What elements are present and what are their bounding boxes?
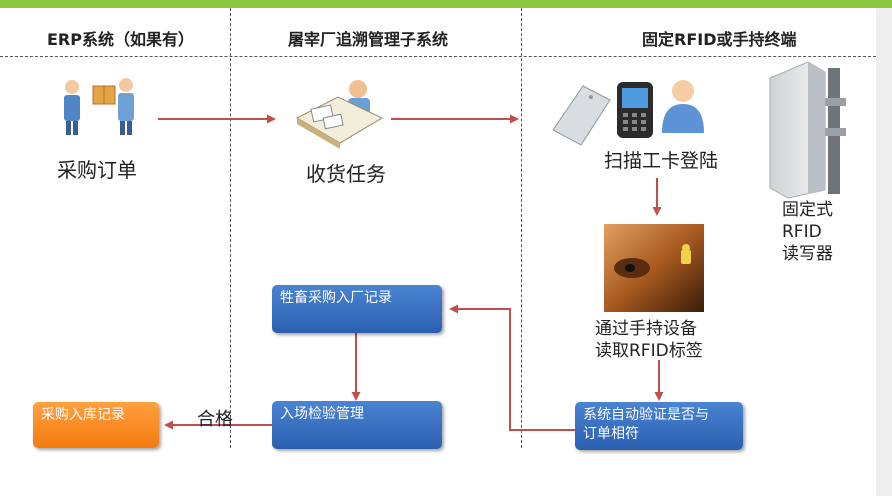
user-icon	[662, 80, 704, 133]
handheld-terminal-icon	[617, 82, 653, 138]
box-inspection: 入场检验管理	[272, 401, 442, 449]
header-divider	[0, 56, 876, 57]
box-livestock-record: 牲畜采购入厂记录	[272, 285, 442, 333]
fixed-reader-icon	[769, 61, 846, 199]
label-fixed-reader-line1: 固定式	[782, 200, 833, 220]
rfid-card-icon	[552, 85, 611, 146]
label-purchase-order: 采购订单	[57, 158, 137, 182]
label-fixed-reader-line2: RFID	[782, 222, 822, 242]
box-auto-verify: 系统自动验证是否与 订单相符	[575, 402, 743, 450]
box-auto-verify-line1: 系统自动验证是否与	[583, 407, 709, 423]
label-scan-card-login: 扫描工卡登陆	[604, 150, 719, 172]
lane-title-erp: ERP系统（如果有）	[47, 30, 194, 49]
top-accent-bar	[0, 0, 892, 8]
label-pass: 合格	[197, 409, 233, 430]
label-fixed-reader: 固定式 RFID 读写器	[782, 199, 833, 265]
box-auto-verify-line2: 订单相符	[583, 426, 639, 442]
cattle-ear-tag-photo	[604, 224, 704, 312]
label-read-tag-line1: 通过手持设备	[595, 319, 697, 339]
label-receiving-task: 收货任务	[306, 162, 386, 186]
lane-divider-2	[521, 8, 522, 448]
two-people-handover-icon	[64, 78, 134, 135]
lane-title-slaughter: 屠宰厂追溯管理子系统	[288, 30, 449, 49]
label-fixed-reader-line3: 读写器	[782, 244, 833, 264]
label-read-tag: 通过手持设备 读取RFID标签	[595, 318, 703, 362]
box-purchase-storage: 采购入库记录	[33, 402, 159, 448]
person-at-desk-icon	[295, 80, 384, 149]
label-read-tag-line2: 读取RFID标签	[595, 341, 703, 361]
right-edge-strip	[876, 8, 892, 496]
lane-divider-1	[230, 8, 231, 448]
lane-title-terminal: 固定RFID或手持终端	[642, 30, 797, 49]
